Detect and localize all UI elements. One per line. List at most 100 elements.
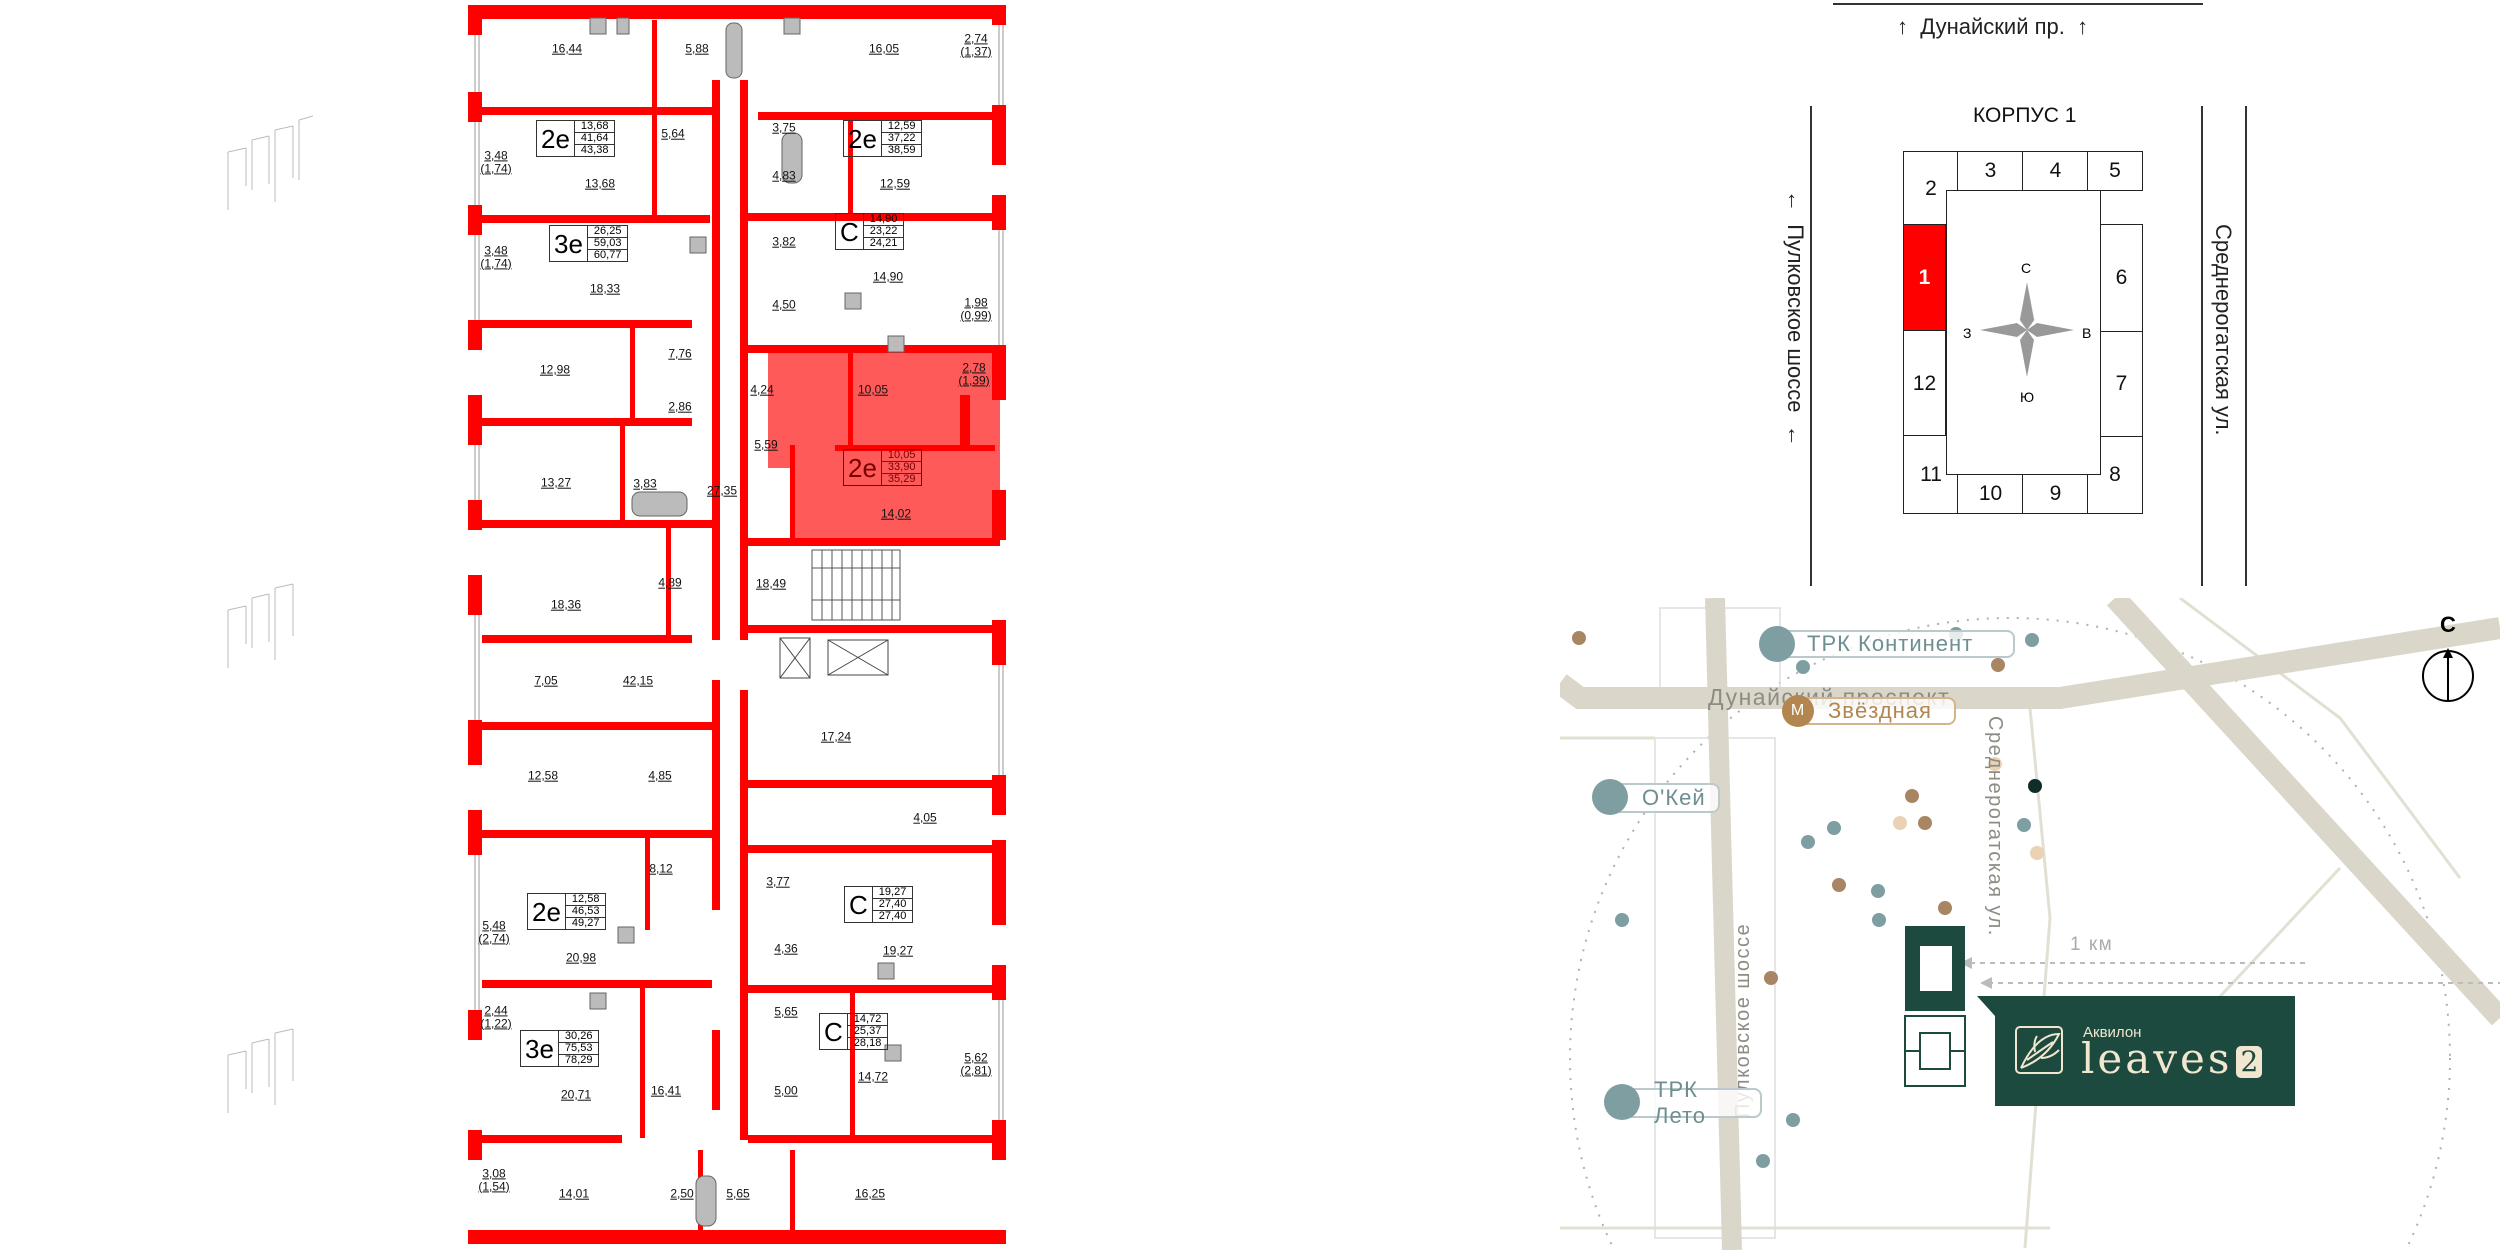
elevators (779, 637, 889, 679)
room-area-label: 17,24 (820, 729, 852, 744)
project-name-text: leaves (2081, 1034, 2233, 1083)
poi-trk-kontinent[interactable]: ТРК Континент (1759, 626, 2015, 662)
apartment-area-total-with-balcony: 49,27 (571, 917, 600, 929)
apartment-area-living: 19,27 (872, 887, 913, 899)
room-area-label: 5,59 (754, 437, 778, 452)
section-10[interactable]: 10 (1957, 474, 2024, 514)
room-area-label: 14,02 (880, 506, 912, 521)
section-7[interactable]: 7 (2100, 330, 2143, 437)
poi-trk-leto[interactable]: ТРК Лето (1604, 1077, 1762, 1128)
apartment-area-total-with-balcony: 43,38 (580, 144, 609, 156)
section-5[interactable]: 5 (2087, 151, 2143, 191)
apartment-area-living: 12,58 (565, 894, 606, 906)
apartment-area-total: 59,03 (587, 238, 628, 250)
compass-north: С (2021, 260, 2032, 276)
room-area-label: 7,05 (534, 673, 558, 688)
room-area-label: 18,33 (589, 281, 621, 296)
poi-marker-icon (1592, 779, 1628, 815)
courtyard (1946, 190, 2101, 475)
room-area-label: 20,71 (560, 1087, 592, 1102)
section-4[interactable]: 4 (2022, 151, 2089, 191)
apartment-type: 3е (550, 226, 588, 261)
map-north-label: С (2440, 612, 2456, 637)
apartment-area-living: 13,68 (574, 121, 615, 133)
room-area-label: 14,90 (872, 269, 904, 284)
apartment-area-living: 10,05 (881, 450, 922, 462)
map-north-arrow-icon (2422, 650, 2474, 702)
room-area-label: 5,48 (2,74) (478, 918, 510, 945)
room-area-label: 2,50 (670, 1186, 694, 1201)
room-area-label: 42,15 (622, 673, 654, 688)
arrow-up-icon: ↑ (1897, 14, 1908, 39)
poi-marker-icon (1759, 626, 1795, 662)
left-street-line (1810, 106, 1812, 586)
room-area-label: 16,44 (551, 41, 583, 56)
apartment-area-total-with-balcony: 35,29 (887, 473, 916, 485)
room-area-label: 20,98 (565, 950, 597, 965)
apartment-area-total-with-balcony: 78,29 (564, 1054, 593, 1066)
apartment-type: С (820, 1014, 848, 1049)
floor-plan-walls (227, 5, 1006, 1244)
apartment-area-total: 25,37 (847, 1026, 888, 1038)
apartment-area-living: 30,26 (558, 1031, 599, 1043)
section-12[interactable]: 12 (1903, 330, 1946, 437)
room-area-label: 5,88 (685, 41, 709, 56)
compass-east: В (2082, 325, 2092, 341)
poi-metro-zvezdnaya[interactable]: М Звёздная (1782, 695, 1956, 727)
room-area-label: 3,75 (772, 120, 796, 135)
room-area-label: 14,72 (857, 1069, 889, 1084)
apartment-area-total: 75,53 (558, 1043, 599, 1055)
metro-icon: М (1782, 695, 1814, 727)
apartment-area-total: 23,22 (863, 226, 904, 238)
room-area-label: 12,98 (539, 362, 571, 377)
room-area-label: 12,59 (879, 176, 911, 191)
room-area-label: 1,98 (0,99) (960, 295, 992, 322)
compass-west: З (1963, 325, 1972, 341)
right-street-line-2 (2245, 106, 2247, 586)
section-1[interactable]: 1 (1903, 224, 1946, 332)
room-area-label: 18,36 (550, 597, 582, 612)
room-area-label: 8,12 (649, 861, 673, 876)
apartment-area-total: 41,64 (574, 133, 615, 145)
compass-rose-icon (1980, 282, 2074, 377)
poi-okey[interactable]: О'Кей (1592, 779, 1720, 815)
poi-label: ТРК Континент (1807, 631, 1974, 656)
top-street-line (1833, 3, 2203, 5)
room-area-label: 2,78 (1,39) (958, 360, 990, 387)
room-area-label: 3,77 (766, 874, 790, 889)
apartment-type: С (836, 214, 864, 249)
room-area-label: 2,74 (1,37) (960, 31, 992, 58)
room-area-label: 5,65 (774, 1004, 798, 1019)
room-area-label: 4,85 (648, 768, 672, 783)
leaf-logo-icon (2015, 1026, 2063, 1074)
apartment-area-living: 12,59 (881, 121, 922, 133)
map-roads (1560, 598, 2500, 1250)
room-area-label: 14,01 (558, 1186, 590, 1201)
top-street-label: Дунайский пр. (1920, 14, 2065, 39)
section-3[interactable]: 3 (1957, 151, 2024, 191)
arrow-up-icon: ↑ (2077, 14, 2089, 39)
room-area-label: 4,36 (774, 941, 798, 956)
scale-label: 1 км (2070, 934, 2114, 955)
apartment-area-total-with-balcony: 24,21 (869, 237, 898, 249)
room-area-label: 16,41 (650, 1083, 682, 1098)
room-area-label: 3,48 (1,74) (480, 243, 512, 270)
room-area-label: 3,48 (1,74) (480, 148, 512, 175)
apartment-area-living: 26,25 (587, 226, 628, 238)
